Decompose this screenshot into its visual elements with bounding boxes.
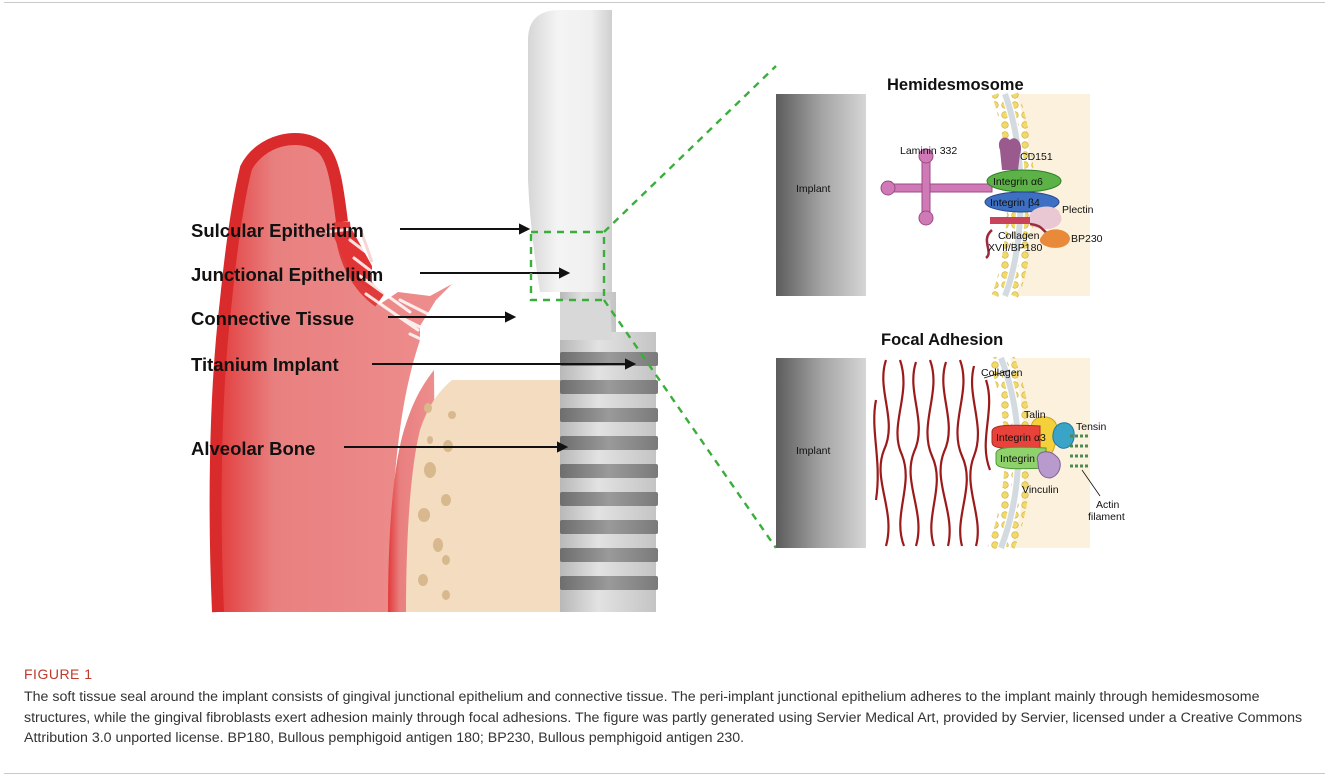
- plectin-label: Plectin: [1062, 204, 1094, 216]
- collagen-xvii-label-line2: XVII/BP180: [988, 242, 1042, 254]
- implant-thread: [560, 380, 658, 394]
- hemidesmosome-implant-label: Implant: [796, 183, 831, 195]
- figure-caption-text: The soft tissue seal around the implant …: [24, 687, 1314, 749]
- figure-caption-block: FIGURE 1 The soft tissue seal around the…: [24, 666, 1314, 749]
- figure-illustration: Sulcular Epithelium Junctional Epitheliu…: [0, 0, 1329, 660]
- actin-label-line2: filament: [1088, 511, 1125, 523]
- label-junctional-epithelium: Junctional Epithelium: [191, 264, 383, 285]
- collagen-xvii-label-line1: Collagen: [998, 230, 1040, 242]
- gingiva-bone-drawing: [216, 139, 560, 612]
- integrin-a6-label: Integrin α6: [993, 176, 1043, 188]
- actin-label-line1: Actin: [1096, 499, 1120, 511]
- label-titanium-implant: Titanium Implant: [191, 354, 339, 375]
- implant-thread: [560, 492, 658, 506]
- label-alveolar-bone: Alveolar Bone: [191, 438, 315, 459]
- implant-thread: [560, 576, 658, 590]
- hemidesmosome-panel: Hemidesmosome Implant Laminin 332 CD151 …: [776, 76, 1103, 296]
- integrin-b4-label: Integrin β4: [990, 197, 1040, 209]
- talin-label: Talin: [1024, 409, 1046, 421]
- implant-thread: [560, 520, 658, 534]
- cd151-label: CD151: [1020, 151, 1053, 163]
- implant-threads: [560, 352, 658, 590]
- implant-thread: [560, 436, 658, 450]
- figure-label: FIGURE 1: [24, 666, 1314, 682]
- hemidesmosome-title: Hemidesmosome: [887, 76, 1024, 94]
- laminin-label: Laminin 332: [900, 145, 957, 157]
- focal-adhesion-panel: Focal Adhesion Implant Collagen Talin Te…: [776, 331, 1125, 548]
- implant-thread: [560, 464, 658, 478]
- tensin-label: Tensin: [1076, 421, 1107, 433]
- collagen-label: Collagen: [981, 367, 1023, 379]
- vinculin-label: Vinculin: [1022, 484, 1059, 496]
- integrin-a3-label: Integrin α3: [996, 432, 1046, 444]
- label-connective-tissue: Connective Tissue: [191, 308, 354, 329]
- implant-thread: [560, 408, 658, 422]
- bp230-label: BP230: [1071, 233, 1103, 245]
- focal-implant-label: Implant: [796, 445, 831, 457]
- focal-adhesion-title: Focal Adhesion: [881, 331, 1003, 349]
- implant-thread: [560, 548, 658, 562]
- label-sulcular-epithelium: Sulcular Epithelium: [191, 220, 364, 241]
